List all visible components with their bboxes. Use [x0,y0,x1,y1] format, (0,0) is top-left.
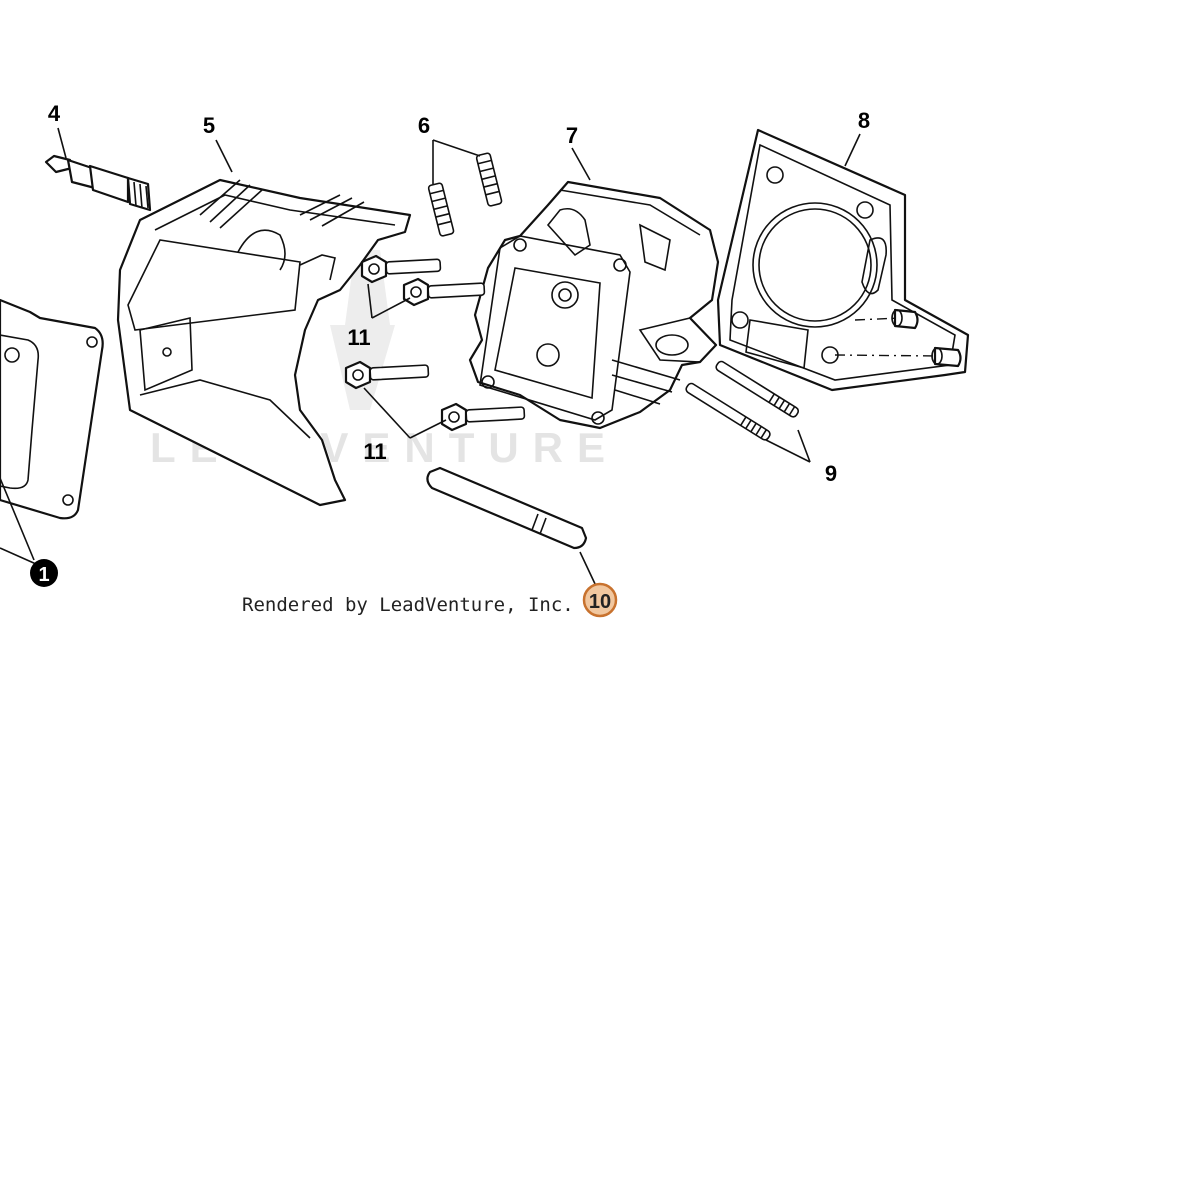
callout-1[interactable]: 1 [30,559,58,587]
callout-6[interactable]: 6 [418,113,430,138]
callout-4[interactable]: 4 [48,101,61,126]
callout-10-text: 10 [589,591,611,613]
part-4-spark-plug[interactable] [44,154,152,212]
callout-9[interactable]: 9 [825,461,837,486]
part-7-cylinder-head[interactable] [468,180,720,430]
part-8-head-gasket[interactable] [716,128,970,392]
part-5-shroud[interactable] [116,178,412,507]
part-10-pushrod[interactable] [426,466,588,550]
callout-11-upper[interactable]: 11 [347,325,370,350]
dowel-pins[interactable] [834,308,962,368]
part-1-valve-cover[interactable] [0,298,104,520]
part-6-studs[interactable] [427,152,503,237]
credit-text: Rendered by LeadVenture, Inc. [242,594,574,616]
callout-11-lower[interactable]: 11 [363,439,386,464]
part-9-long-studs[interactable] [685,360,800,441]
callout-10[interactable]: 10 [582,582,618,618]
leader-lines [0,127,861,587]
callout-8[interactable]: 8 [858,108,870,133]
callout-5[interactable]: 5 [203,113,215,138]
callout-1-text: 1 [38,564,49,586]
part-11-bolts-lower[interactable] [344,360,526,432]
callouts: 1 4 5 6 7 8 9 11 11 10 [30,101,870,618]
callout-7[interactable]: 7 [566,123,578,148]
